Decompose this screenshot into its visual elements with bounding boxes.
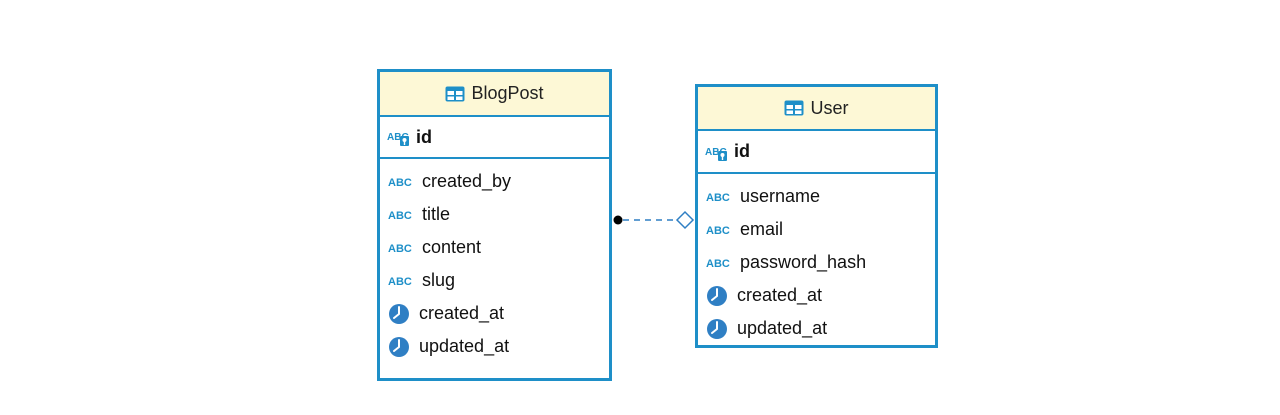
column-name: email bbox=[740, 219, 784, 239]
clock-icon bbox=[706, 318, 728, 340]
table-icon bbox=[784, 100, 804, 116]
table-icon bbox=[445, 86, 465, 102]
entity-header[interactable]: BlogPost bbox=[380, 72, 609, 117]
entity-header[interactable]: User bbox=[698, 87, 935, 131]
primary-key-label: id bbox=[734, 141, 750, 161]
clock-icon bbox=[388, 336, 410, 358]
svg-text:ABC: ABC bbox=[388, 177, 412, 188]
column-name: content bbox=[422, 237, 482, 257]
entity-title: BlogPost bbox=[471, 83, 544, 103]
svg-text:ABC: ABC bbox=[706, 225, 730, 236]
column-name: title bbox=[422, 204, 451, 224]
primary-key-label: id bbox=[416, 126, 432, 147]
abc-icon: ABC bbox=[706, 224, 734, 237]
column-row[interactable]: updated_at bbox=[698, 312, 935, 345]
abc-icon: ABC bbox=[706, 257, 734, 270]
svg-text:ABC: ABC bbox=[705, 147, 727, 158]
svg-text:ABC: ABC bbox=[388, 276, 412, 287]
column-row[interactable]: created_at bbox=[698, 279, 935, 312]
column-row[interactable]: ABC created_by bbox=[380, 165, 609, 198]
column-row[interactable]: ABC email bbox=[698, 213, 935, 246]
column-name: created_by bbox=[422, 171, 512, 191]
abc-icon: ABC bbox=[388, 209, 416, 222]
relation-source-dot bbox=[613, 215, 623, 225]
clock-icon bbox=[388, 303, 410, 325]
svg-text:ABC: ABC bbox=[388, 210, 412, 221]
entity-blogpost[interactable]: BlogPost ABC id ABC created_by ABC title… bbox=[377, 69, 612, 381]
abc-icon: ABC bbox=[388, 176, 416, 189]
abc-icon: ABC bbox=[388, 242, 416, 255]
svg-text:ABC: ABC bbox=[388, 243, 412, 254]
column-name: updated_at bbox=[737, 318, 828, 338]
column-name: slug bbox=[422, 270, 456, 290]
key-abc-icon: ABC bbox=[387, 127, 413, 147]
column-name: username bbox=[740, 186, 821, 206]
relation-target-diamond bbox=[675, 210, 695, 230]
svg-text:ABC: ABC bbox=[706, 258, 730, 269]
key-abc-icon: ABC bbox=[705, 142, 731, 162]
column-row[interactable]: ABC title bbox=[380, 198, 609, 231]
column-row[interactable]: ABC slug bbox=[380, 264, 609, 297]
column-row[interactable]: ABC username bbox=[698, 180, 935, 213]
primary-key-row[interactable]: ABC id bbox=[698, 131, 935, 174]
column-row[interactable]: ABC password_hash bbox=[698, 246, 935, 279]
abc-icon: ABC bbox=[388, 275, 416, 288]
abc-icon: ABC bbox=[706, 191, 734, 204]
column-name: updated_at bbox=[419, 336, 510, 356]
svg-text:ABC: ABC bbox=[387, 132, 409, 143]
column-row[interactable]: updated_at bbox=[380, 330, 609, 363]
entity-title: User bbox=[810, 97, 849, 118]
column-row[interactable]: ABC content bbox=[380, 231, 609, 264]
svg-text:ABC: ABC bbox=[706, 192, 730, 203]
entity-user[interactable]: User ABC id ABC username ABC email ABC p… bbox=[695, 84, 938, 348]
column-name: password_hash bbox=[740, 252, 867, 272]
clock-icon bbox=[706, 285, 728, 307]
primary-key-row[interactable]: ABC id bbox=[380, 117, 609, 159]
column-name: created_at bbox=[737, 285, 823, 305]
column-row[interactable]: created_at bbox=[380, 297, 609, 330]
column-name: created_at bbox=[419, 303, 505, 323]
